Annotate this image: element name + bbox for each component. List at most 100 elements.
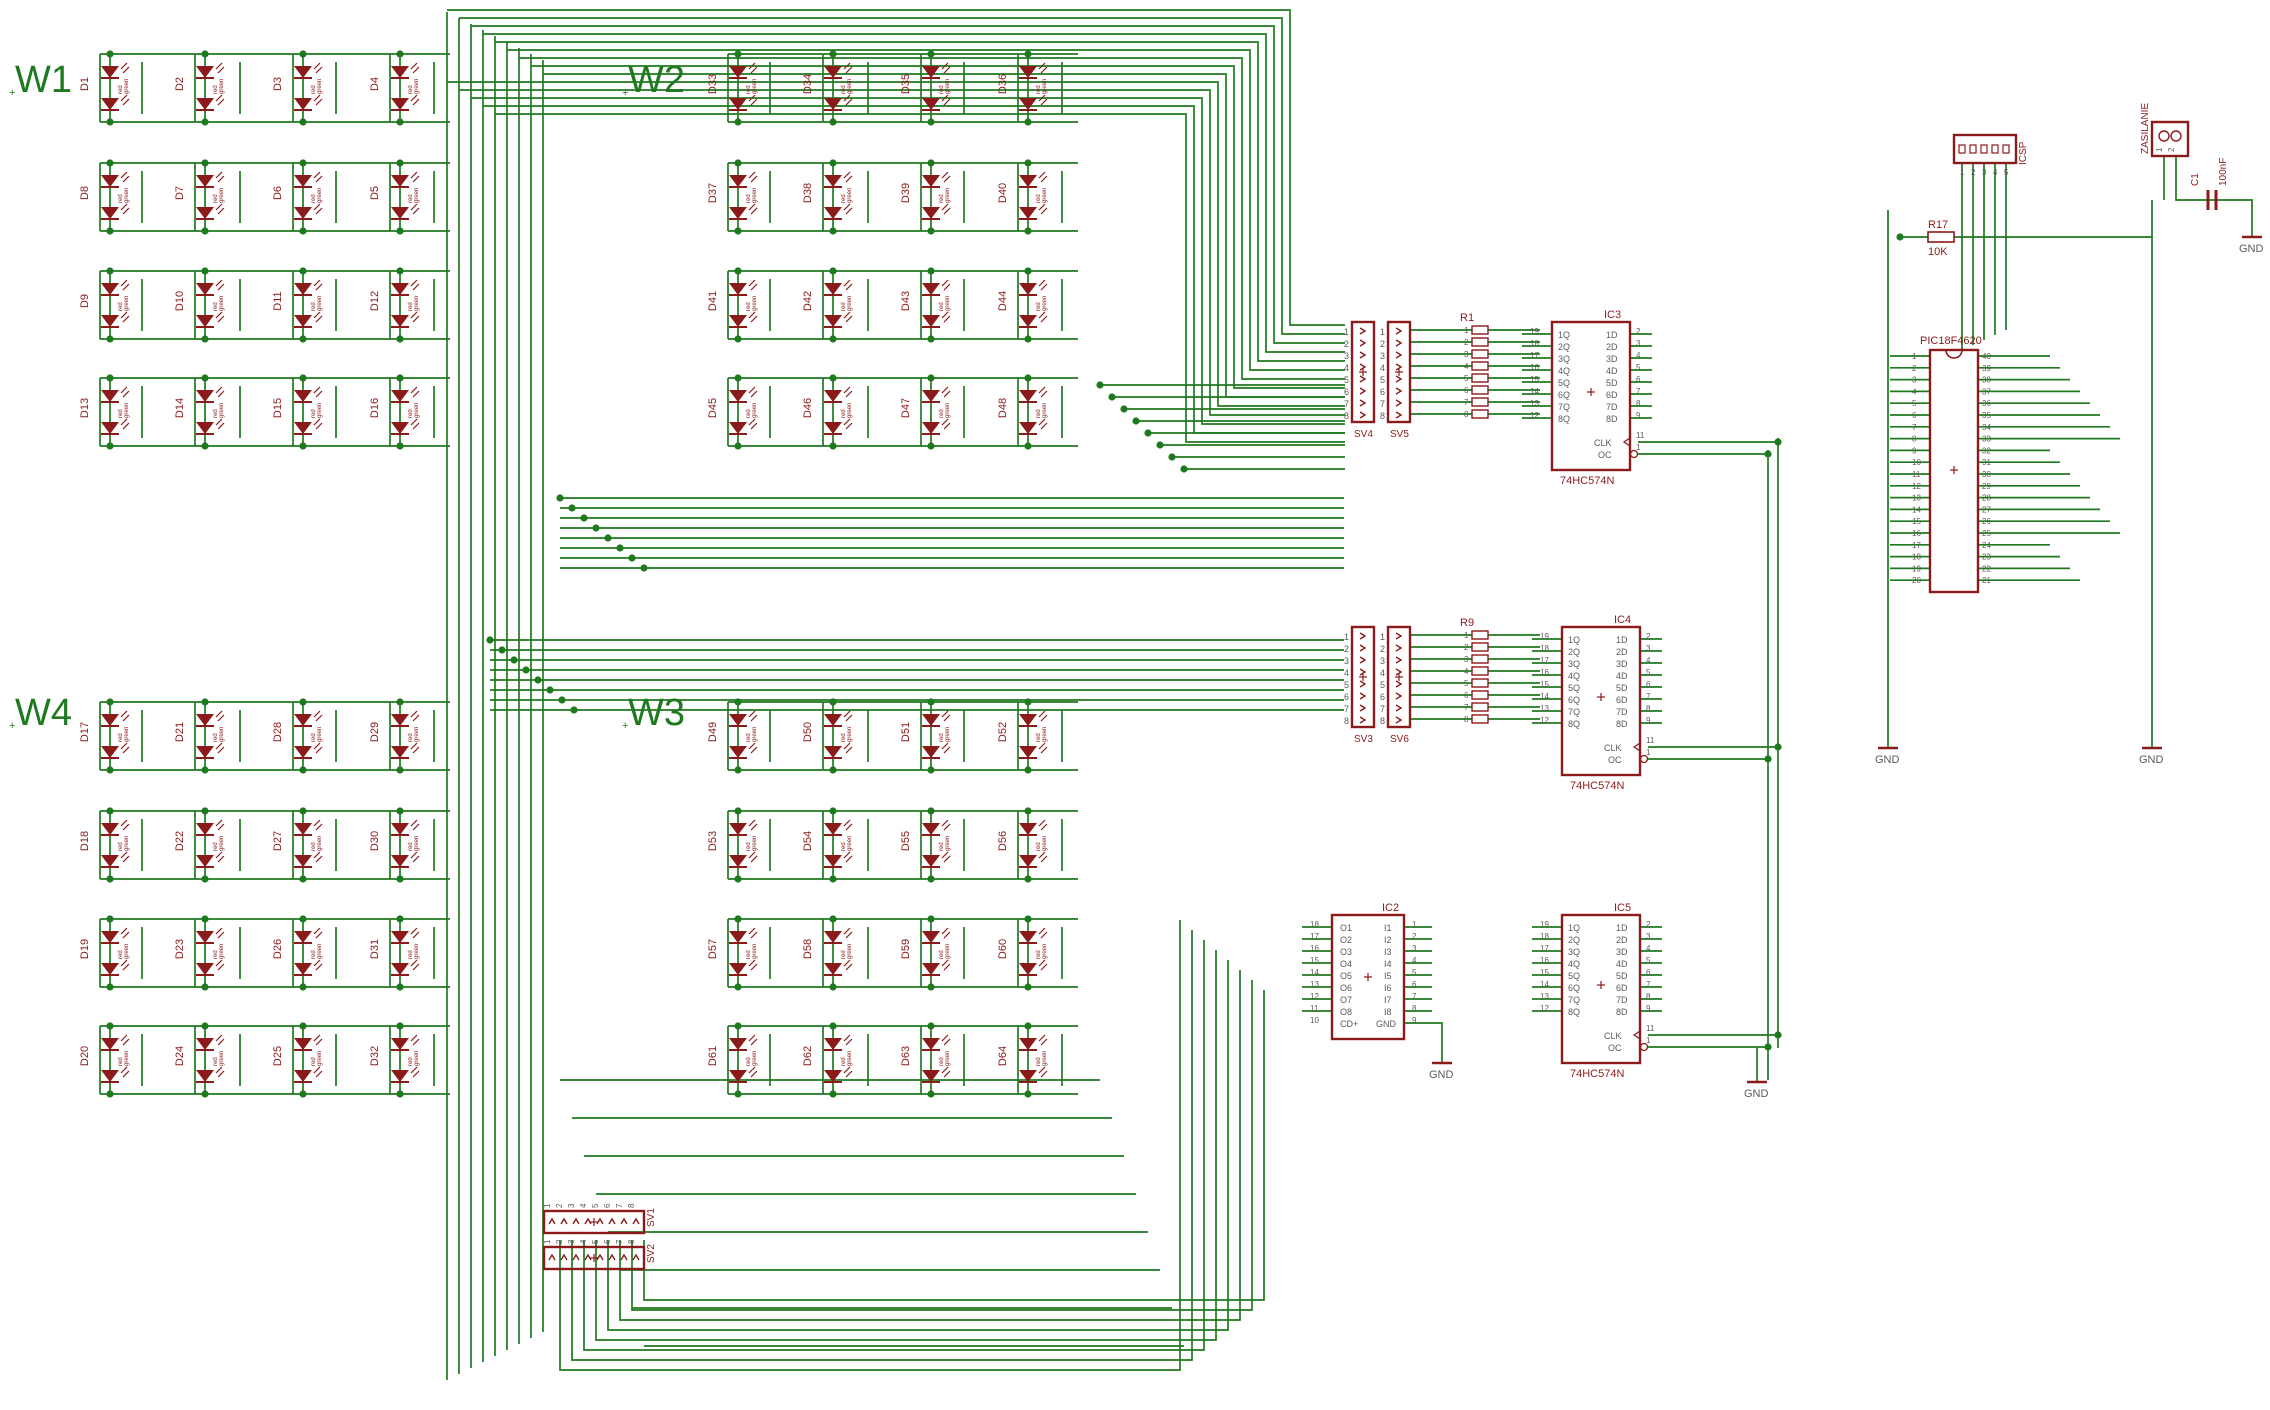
- led-color-red: red: [311, 950, 317, 959]
- mcu-pic18f4620[interactable]: [1928, 348, 1980, 594]
- led-emission-arrow: [943, 714, 951, 722]
- led-emission-arrow: [843, 171, 851, 179]
- led-reference: D59: [900, 939, 912, 959]
- led-color-green: green: [752, 1051, 758, 1066]
- resistor-r17[interactable]: [1927, 231, 1955, 243]
- header-sv5[interactable]: [1386, 320, 1412, 424]
- driver-input-pin: I7: [1384, 995, 1392, 1005]
- header-sv1[interactable]: [542, 1209, 646, 1235]
- resistor-element[interactable]: [1471, 630, 1489, 640]
- resistor-element[interactable]: [1471, 361, 1489, 371]
- latch-ic3[interactable]: [1550, 320, 1639, 472]
- resistor-element[interactable]: [1471, 666, 1489, 676]
- latch-input-pin: 2D: [1616, 647, 1628, 657]
- resistor-element[interactable]: [1471, 349, 1489, 359]
- header-sv6[interactable]: [1386, 625, 1412, 729]
- led-diode-symbol: [1019, 315, 1037, 327]
- resistor-body[interactable]: [1927, 231, 1955, 243]
- mcu-pin-number: 14: [1912, 505, 1921, 514]
- header-body[interactable]: [542, 1245, 646, 1271]
- led-color-red: red: [1036, 302, 1042, 311]
- driver-ic2[interactable]: [1330, 913, 1406, 1041]
- led-color-red: red: [746, 733, 752, 742]
- led-emission-arrow: [748, 710, 756, 718]
- header-body[interactable]: [1386, 320, 1412, 424]
- header-pin-number: 3: [567, 1203, 576, 1208]
- led-color-green: green: [752, 836, 758, 851]
- led-color-green: green: [219, 944, 225, 959]
- led-emission-arrow: [215, 959, 223, 967]
- led-emission-arrow: [1040, 283, 1048, 291]
- junction-dot: [580, 514, 588, 522]
- header-body[interactable]: [1386, 625, 1412, 729]
- header-sv4[interactable]: [1350, 320, 1376, 424]
- led-diode-symbol: [729, 175, 747, 187]
- header-reference: SV1: [646, 1208, 657, 1227]
- led-color-red: red: [841, 85, 847, 94]
- led-pair: [824, 386, 853, 435]
- header-pin-arrow: [632, 1217, 640, 1225]
- resistor-array[interactable]: [1471, 630, 1489, 724]
- latch-pin-number: 14: [1540, 980, 1549, 989]
- mcu-pin-number: 23: [1982, 553, 1991, 562]
- led-color-green: green: [124, 1051, 130, 1066]
- led-reference: D61: [707, 1046, 719, 1066]
- power-connector-body[interactable]: [2150, 120, 2190, 158]
- power-connector[interactable]: [2150, 120, 2190, 158]
- junction-dot: [604, 534, 612, 542]
- header-body[interactable]: [1350, 625, 1376, 729]
- resistor-element[interactable]: [1471, 678, 1489, 688]
- led-color-red: red: [841, 1057, 847, 1066]
- led-emission-arrow: [120, 819, 128, 827]
- latch-body[interactable]: [1560, 913, 1642, 1065]
- header-pin-number: 6: [603, 1203, 612, 1208]
- resistor-element[interactable]: [1471, 397, 1489, 407]
- icsp-header[interactable]: [1952, 133, 2018, 165]
- led-reference: D62: [802, 1046, 814, 1066]
- led-color-red: red: [213, 194, 219, 203]
- led-diode-symbol: [824, 1070, 842, 1082]
- junction-dot: [616, 544, 624, 552]
- capacitor-c1[interactable]: [2206, 190, 2218, 210]
- led-color-green: green: [1042, 836, 1048, 851]
- resistor-element[interactable]: [1471, 385, 1489, 395]
- resistor-element[interactable]: [1471, 409, 1489, 419]
- resistor-element[interactable]: [1471, 714, 1489, 724]
- latch-body[interactable]: [1550, 320, 1632, 472]
- led-emission-arrow: [941, 311, 949, 319]
- resistor-element[interactable]: [1471, 642, 1489, 652]
- clock-edge-symbol: [1632, 1030, 1641, 1040]
- header-body[interactable]: [542, 1209, 646, 1235]
- mcu-body[interactable]: [1928, 348, 1980, 594]
- latch-output-pin: 6Q: [1568, 983, 1580, 993]
- resistor-element[interactable]: [1471, 654, 1489, 664]
- driver-output-pin: O3: [1340, 947, 1352, 957]
- resistor-array[interactable]: [1471, 325, 1489, 419]
- led-emission-arrow: [313, 710, 321, 718]
- group-origin-mark: +: [9, 720, 15, 732]
- resistor-element[interactable]: [1471, 702, 1489, 712]
- mcu-pin-number: 25: [1982, 529, 1991, 538]
- led-color-red: red: [408, 85, 414, 94]
- latch-pin-number: 13: [1530, 399, 1539, 408]
- latch-ic5[interactable]: [1560, 913, 1649, 1065]
- resistor-element[interactable]: [1471, 373, 1489, 383]
- header-body[interactable]: [1350, 320, 1376, 424]
- latch-body[interactable]: [1560, 625, 1642, 777]
- led-pair: [729, 279, 758, 328]
- latch-ic4[interactable]: [1560, 625, 1649, 777]
- led-color-red: red: [939, 302, 945, 311]
- resistor-element[interactable]: [1471, 690, 1489, 700]
- resistor-element[interactable]: [1471, 325, 1489, 335]
- header-pin-number: 1: [543, 1239, 552, 1244]
- driver-body[interactable]: [1330, 913, 1406, 1041]
- header-pin-arrow: [1359, 411, 1367, 419]
- driver-input-pin: I5: [1384, 971, 1392, 981]
- led-emission-arrow: [750, 855, 758, 863]
- header-sv3[interactable]: [1350, 625, 1376, 729]
- led-emission-arrow: [1040, 315, 1048, 323]
- led-color-green: green: [945, 1051, 951, 1066]
- bus-wire: [631, 980, 1253, 1311]
- resistor-element[interactable]: [1471, 337, 1489, 347]
- icsp-body[interactable]: [1952, 133, 2018, 165]
